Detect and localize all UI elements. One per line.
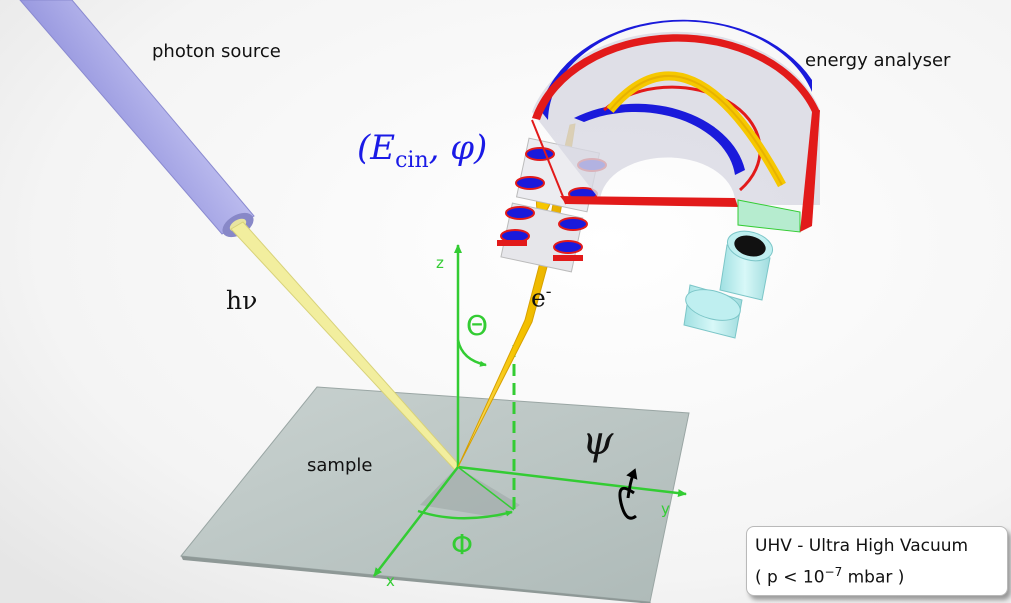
psi-rotation-arrow [618, 468, 638, 520]
photon-source-label: photon source [152, 41, 281, 62]
formula-e: (E [357, 128, 396, 168]
vacuum-info-box: UHV - Ultra High Vacuum ( p < 10−7 mbar … [746, 526, 1008, 596]
detector-camera [683, 230, 774, 339]
vacuum-title: UHV - Ultra High Vacuum [755, 536, 969, 556]
vacuum-pressure: ( p < 10−7 mbar ) [755, 559, 999, 591]
pressure-unit: mbar ) [842, 567, 905, 588]
psi-label: ψ [582, 418, 614, 464]
theta-arc [456, 339, 487, 367]
formula-sub: cin [395, 147, 429, 173]
electron-label: e- [531, 282, 552, 312]
y-axis-label: y [661, 500, 670, 518]
electron-charge: - [545, 282, 552, 302]
phi-arc [417, 509, 513, 520]
x-axis [373, 466, 459, 577]
z-axis-label: z [436, 254, 444, 272]
x-axis-label: x [386, 572, 395, 590]
energy-analyser-label: energy analyser [805, 50, 951, 71]
hemispherical-analyser [531, 19, 820, 233]
y-axis [457, 465, 687, 498]
electron-symbol: e [531, 283, 546, 313]
pressure-exponent: −7 [824, 565, 843, 579]
photon-energy-label: hν [226, 286, 258, 315]
phi-label: Φ [451, 528, 474, 561]
projection-base [457, 466, 515, 511]
sample-label: sample [307, 455, 373, 476]
sample-plate [180, 386, 690, 603]
kinetic-energy-formula: (Ecin, φ) [357, 128, 487, 173]
pressure-text: ( p < 10 [755, 567, 825, 588]
theta-label: Θ [466, 309, 489, 342]
formula-tail: , φ) [428, 128, 488, 168]
